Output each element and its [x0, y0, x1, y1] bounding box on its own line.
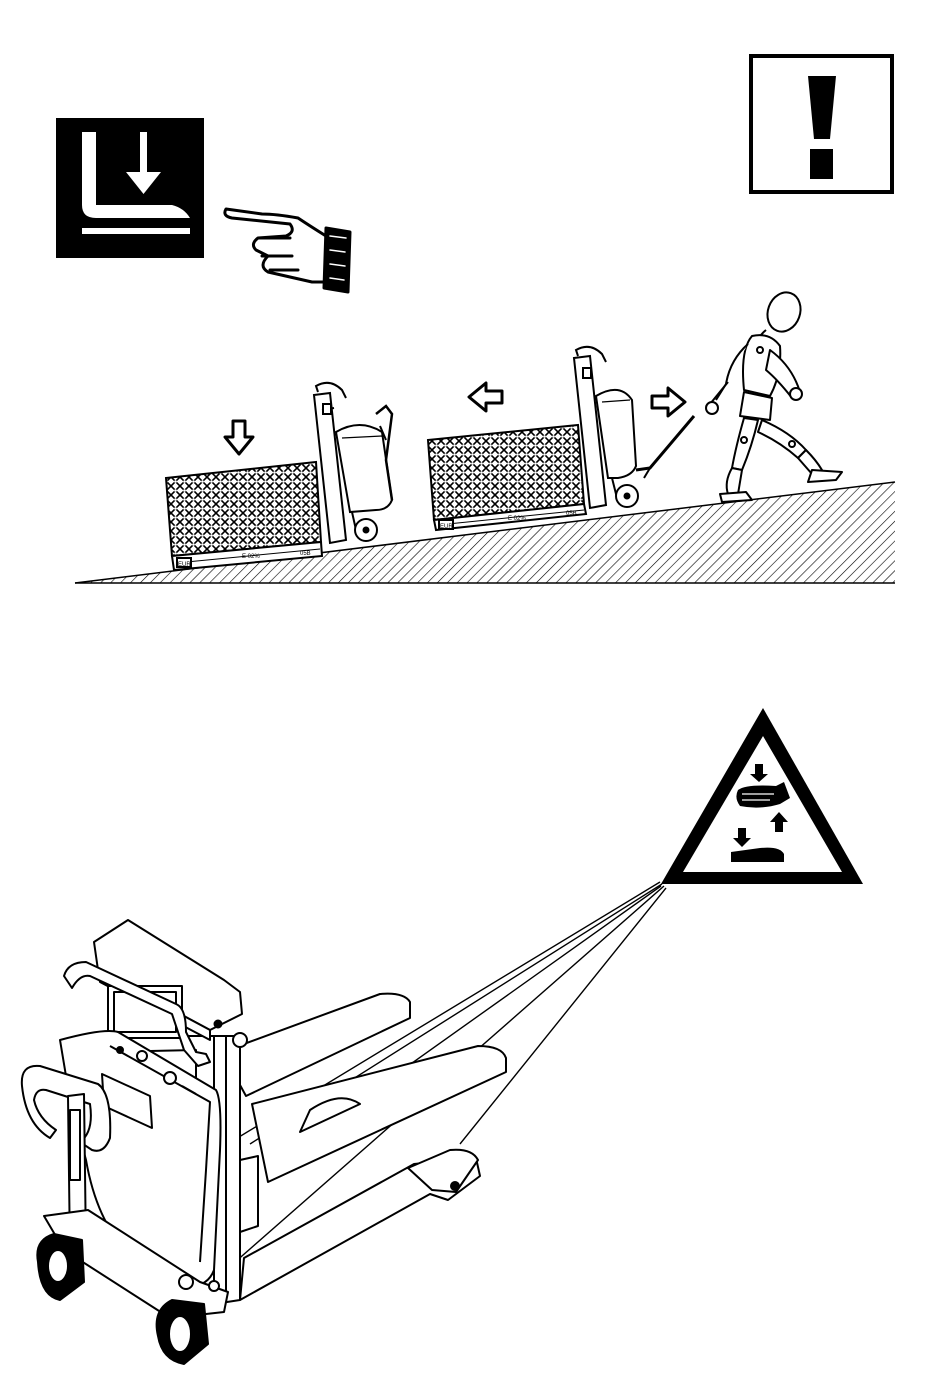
- arrow-left-icon: [469, 383, 502, 411]
- pallet-truck-lowered: EUR E 02% 05B: [166, 383, 392, 570]
- arrow-right-icon: [652, 388, 685, 416]
- right-truck-code: EUR: [440, 524, 453, 530]
- right-truck-end-tag: 05B: [566, 511, 577, 517]
- arrow-down-icon: [225, 421, 253, 454]
- left-truck-end-tag: 05B: [300, 551, 311, 557]
- pointing-hand-icon: [225, 209, 350, 292]
- electric-pallet-truck: [22, 920, 506, 1364]
- left-truck-code: EUR: [178, 562, 191, 568]
- right-truck-plate: E 02%: [508, 516, 526, 522]
- operator-figure: [706, 288, 842, 502]
- exclamation-warning-icon: [751, 56, 892, 192]
- left-truck-plate: E 02%: [242, 554, 260, 560]
- lower-forks-icon: [56, 118, 204, 258]
- crush-hazard-warning-icon: [661, 708, 863, 884]
- pallet-load: [166, 462, 321, 556]
- pallet-truck-loaded: EUR E 02% 05B: [428, 347, 694, 530]
